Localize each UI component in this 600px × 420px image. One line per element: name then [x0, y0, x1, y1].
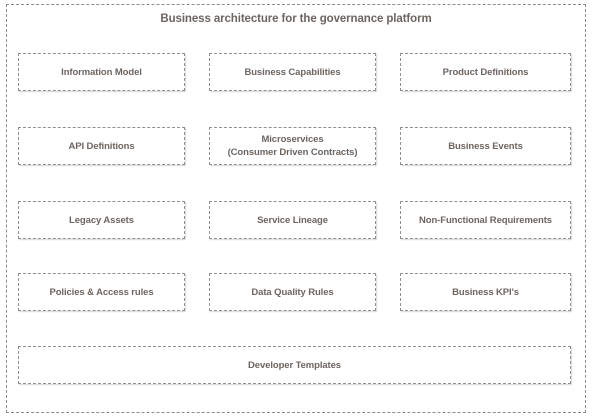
block-label: Legacy Assets: [23, 214, 180, 227]
block-developer-templates[interactable]: Developer Templates: [18, 346, 571, 384]
block-label: Product Definitions: [405, 66, 566, 79]
block-policies-access-rules[interactable]: Policies & Access rules: [18, 273, 185, 311]
block-non-functional-requirements[interactable]: Non-Functional Requirements: [400, 201, 571, 239]
page-title: Business architecture for the governance…: [160, 13, 432, 25]
block-microservices[interactable]: Microservices (Consumer Driven Contracts…: [209, 127, 376, 165]
block-label: Data Quality Rules: [214, 286, 371, 299]
block-label-line: Information Model: [61, 66, 142, 78]
block-label: Business KPI's: [405, 286, 566, 299]
block-label-line: API Definitions: [68, 140, 135, 152]
block-label: Information Model: [23, 66, 180, 79]
block-label: Developer Templates: [23, 359, 566, 372]
block-label-line: Business KPI's: [452, 286, 519, 298]
block-label-line: Service Lineage: [257, 214, 328, 226]
capability-grid: Information Model Business Capabilities …: [7, 5, 587, 414]
block-label: Microservices (Consumer Driven Contracts…: [214, 133, 371, 159]
block-label: Policies & Access rules: [23, 286, 180, 299]
block-label-line: Business Capabilities: [244, 66, 341, 78]
block-data-quality-rules[interactable]: Data Quality Rules: [209, 273, 376, 311]
block-label: Non-Functional Requirements: [405, 214, 566, 227]
block-label-line: Data Quality Rules: [251, 286, 334, 298]
block-service-lineage[interactable]: Service Lineage: [209, 201, 376, 239]
block-label: Service Lineage: [214, 214, 371, 227]
block-label-line: Microservices: [261, 134, 324, 145]
block-business-events[interactable]: Business Events: [400, 127, 571, 165]
diagram-outer-frame: Business architecture for the governance…: [6, 4, 586, 413]
block-label-line: Policies & Access rules: [49, 286, 154, 298]
block-label-line-secondary: (Consumer Driven Contracts): [227, 147, 358, 158]
block-label-line: Legacy Assets: [69, 214, 134, 226]
block-label: Business Events: [405, 140, 566, 153]
block-product-definitions[interactable]: Product Definitions: [400, 53, 571, 91]
block-label-line: Non-Functional Requirements: [419, 214, 552, 226]
block-label-line: Business Events: [448, 140, 523, 152]
block-legacy-assets[interactable]: Legacy Assets: [18, 201, 185, 239]
block-label-line: Product Definitions: [442, 66, 529, 78]
block-label-line: Developer Templates: [248, 359, 341, 371]
block-label: API Definitions: [23, 140, 180, 153]
block-business-kpis[interactable]: Business KPI's: [400, 273, 571, 311]
block-business-capabilities[interactable]: Business Capabilities: [209, 53, 376, 91]
block-api-definitions[interactable]: API Definitions: [18, 127, 185, 165]
block-label: Business Capabilities: [214, 66, 371, 79]
block-information-model[interactable]: Information Model: [18, 53, 185, 91]
